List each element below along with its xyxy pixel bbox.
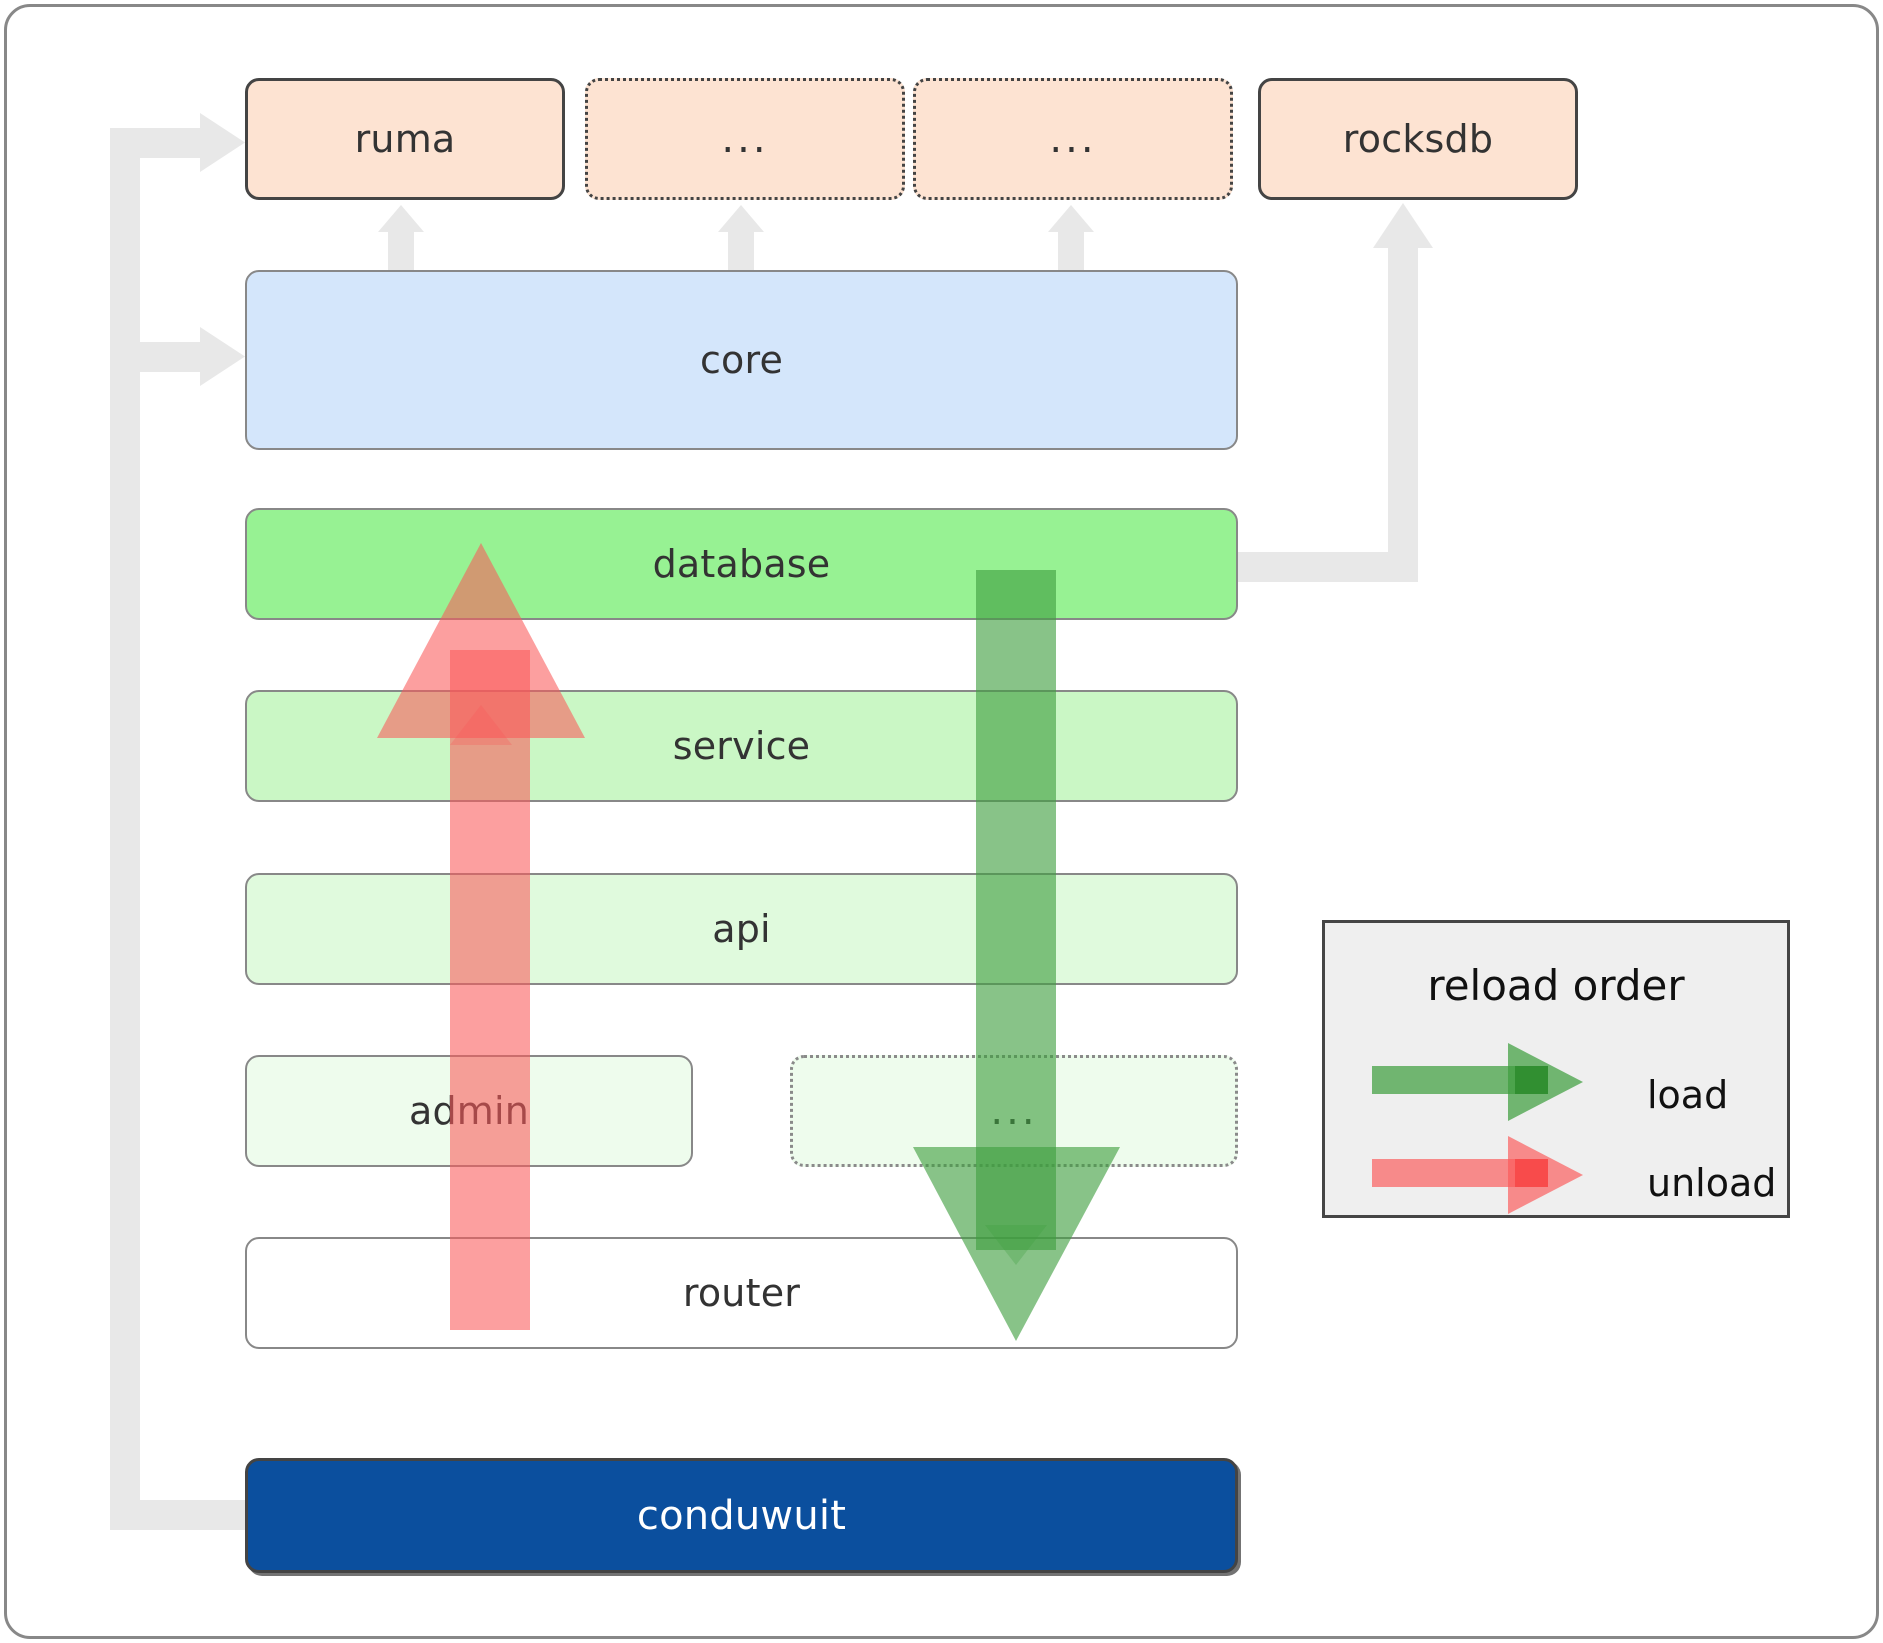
- legend-label-load: load: [1647, 1073, 1729, 1117]
- node-ellipsis-top-1-label: ...: [721, 116, 769, 162]
- legend-arrow-glyphs: [1372, 1043, 1583, 1214]
- node-api[interactable]: api: [245, 873, 1238, 985]
- node-ruma[interactable]: ruma: [245, 78, 565, 200]
- node-ellipsis-mid[interactable]: ...: [790, 1055, 1238, 1167]
- node-rocksdb[interactable]: rocksdb: [1258, 78, 1578, 200]
- node-router[interactable]: router: [245, 1237, 1238, 1349]
- node-service[interactable]: service: [245, 690, 1238, 802]
- node-database-label: database: [652, 542, 831, 586]
- legend-label-unload: unload: [1647, 1161, 1777, 1205]
- load-arrow-icon: [1372, 1043, 1583, 1121]
- node-database[interactable]: database: [245, 508, 1238, 620]
- unload-arrow-icon: [1372, 1136, 1583, 1214]
- node-ellipsis-top-2-label: ...: [1049, 116, 1097, 162]
- node-service-label: service: [672, 724, 811, 768]
- node-ruma-label: ruma: [354, 117, 456, 161]
- node-conduwuit[interactable]: conduwuit: [245, 1458, 1238, 1573]
- node-conduwuit-label: conduwuit: [636, 1492, 847, 1539]
- node-ellipsis-mid-label: ...: [990, 1088, 1038, 1134]
- diagram-frame: [4, 4, 1879, 1639]
- node-ellipsis-top-2[interactable]: ...: [913, 78, 1233, 200]
- node-admin-label: admin: [408, 1089, 530, 1133]
- node-rocksdb-label: rocksdb: [1342, 117, 1494, 161]
- node-admin[interactable]: admin: [245, 1055, 693, 1167]
- node-api-label: api: [712, 907, 771, 951]
- node-core-label: core: [699, 338, 784, 382]
- node-router-label: router: [682, 1271, 801, 1315]
- node-core[interactable]: core: [245, 270, 1238, 450]
- legend-reload-order: reload order load unload: [1322, 920, 1790, 1218]
- node-ellipsis-top-1[interactable]: ...: [585, 78, 905, 200]
- legend-title: reload order: [1427, 961, 1685, 1010]
